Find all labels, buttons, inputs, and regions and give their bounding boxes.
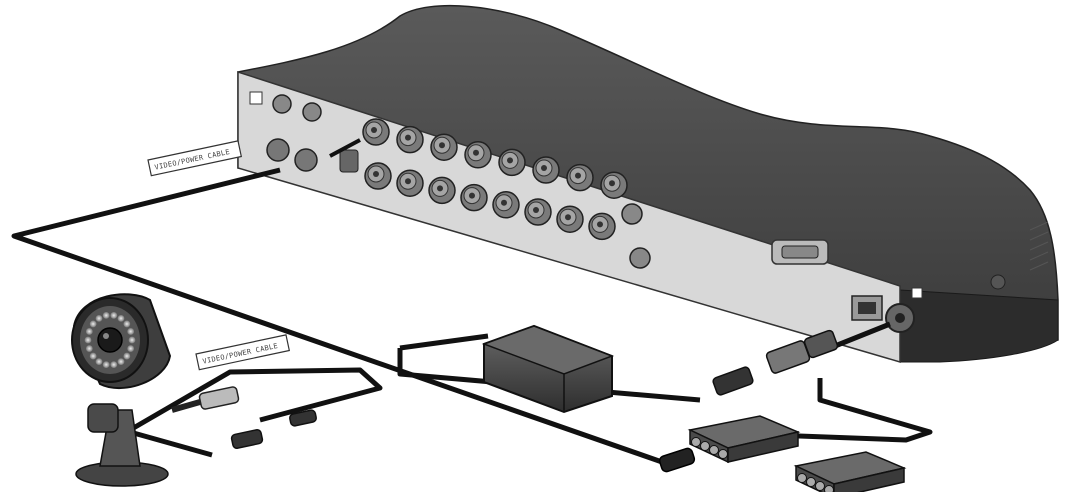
ir-led bbox=[95, 314, 103, 322]
ir-led bbox=[102, 311, 110, 319]
bnc-port-row-top bbox=[362, 118, 628, 199]
bnc-port-row-bottom bbox=[364, 162, 616, 241]
ir-led bbox=[117, 358, 125, 366]
splitter-jack bbox=[691, 437, 701, 447]
camera-cable-tag: VIDEO/POWER CABLE bbox=[195, 334, 291, 371]
splitter-jack bbox=[815, 481, 825, 491]
bnc-port-icon bbox=[532, 156, 560, 184]
splitter-jack bbox=[700, 441, 710, 451]
ethernet-port-icon bbox=[851, 295, 883, 321]
bnc-port-icon bbox=[460, 183, 488, 212]
bnc-port-icon bbox=[492, 191, 520, 219]
dvr-unit-icon bbox=[237, 4, 1059, 364]
ir-led bbox=[89, 320, 97, 328]
bnc-port-icon bbox=[498, 148, 526, 177]
bnc-port-icon bbox=[600, 171, 628, 199]
ir-led bbox=[127, 328, 135, 335]
camera-icon bbox=[71, 293, 172, 487]
ir-led bbox=[117, 314, 125, 322]
ir-led bbox=[85, 328, 93, 335]
loop-bnc-ports bbox=[621, 203, 651, 269]
ir-led bbox=[110, 311, 118, 319]
video-cable-tag: VIDEO/POWER CABLE bbox=[147, 140, 243, 177]
camera-video-plug bbox=[171, 386, 240, 413]
ir-led bbox=[123, 320, 131, 328]
splitter-jack bbox=[806, 477, 816, 487]
ir-led bbox=[95, 358, 103, 366]
camera-power-plug bbox=[230, 409, 317, 449]
bnc-port-icon bbox=[396, 169, 424, 197]
bnc-port-icon bbox=[430, 133, 458, 161]
ir-led bbox=[128, 336, 136, 344]
bnc-port-icon bbox=[428, 176, 456, 205]
bnc-port-icon bbox=[588, 212, 616, 241]
ir-led bbox=[123, 352, 131, 360]
ir-led bbox=[127, 345, 135, 352]
splitter-jack bbox=[797, 473, 807, 483]
splitter-jack bbox=[709, 445, 719, 455]
bnc-port-icon bbox=[556, 205, 584, 233]
audio-port-cluster bbox=[249, 91, 359, 173]
power-jack-icon bbox=[885, 287, 923, 333]
bnc-port-icon bbox=[464, 141, 492, 169]
ir-led bbox=[84, 336, 92, 344]
bnc-port-icon bbox=[524, 198, 552, 226]
ir-led bbox=[89, 352, 97, 360]
bnc-port-icon bbox=[396, 125, 424, 154]
ir-led bbox=[102, 361, 110, 369]
splitter-icon-2 bbox=[793, 451, 907, 492]
dc-plug-connectors bbox=[712, 329, 839, 396]
power-adapter-icon bbox=[481, 324, 615, 414]
splitter-jack bbox=[824, 485, 834, 492]
end-plug bbox=[658, 447, 696, 473]
bnc-port-icon bbox=[362, 118, 390, 146]
splitter-jack bbox=[718, 449, 728, 459]
ir-led bbox=[110, 361, 118, 369]
bnc-port-icon bbox=[364, 162, 392, 190]
ir-led bbox=[85, 345, 93, 352]
bnc-port-icon bbox=[566, 163, 594, 192]
camera-ir-leds bbox=[84, 311, 136, 369]
vent-grille bbox=[1029, 221, 1049, 271]
splitter-icon bbox=[687, 415, 801, 464]
vga-port-icon bbox=[771, 239, 829, 265]
